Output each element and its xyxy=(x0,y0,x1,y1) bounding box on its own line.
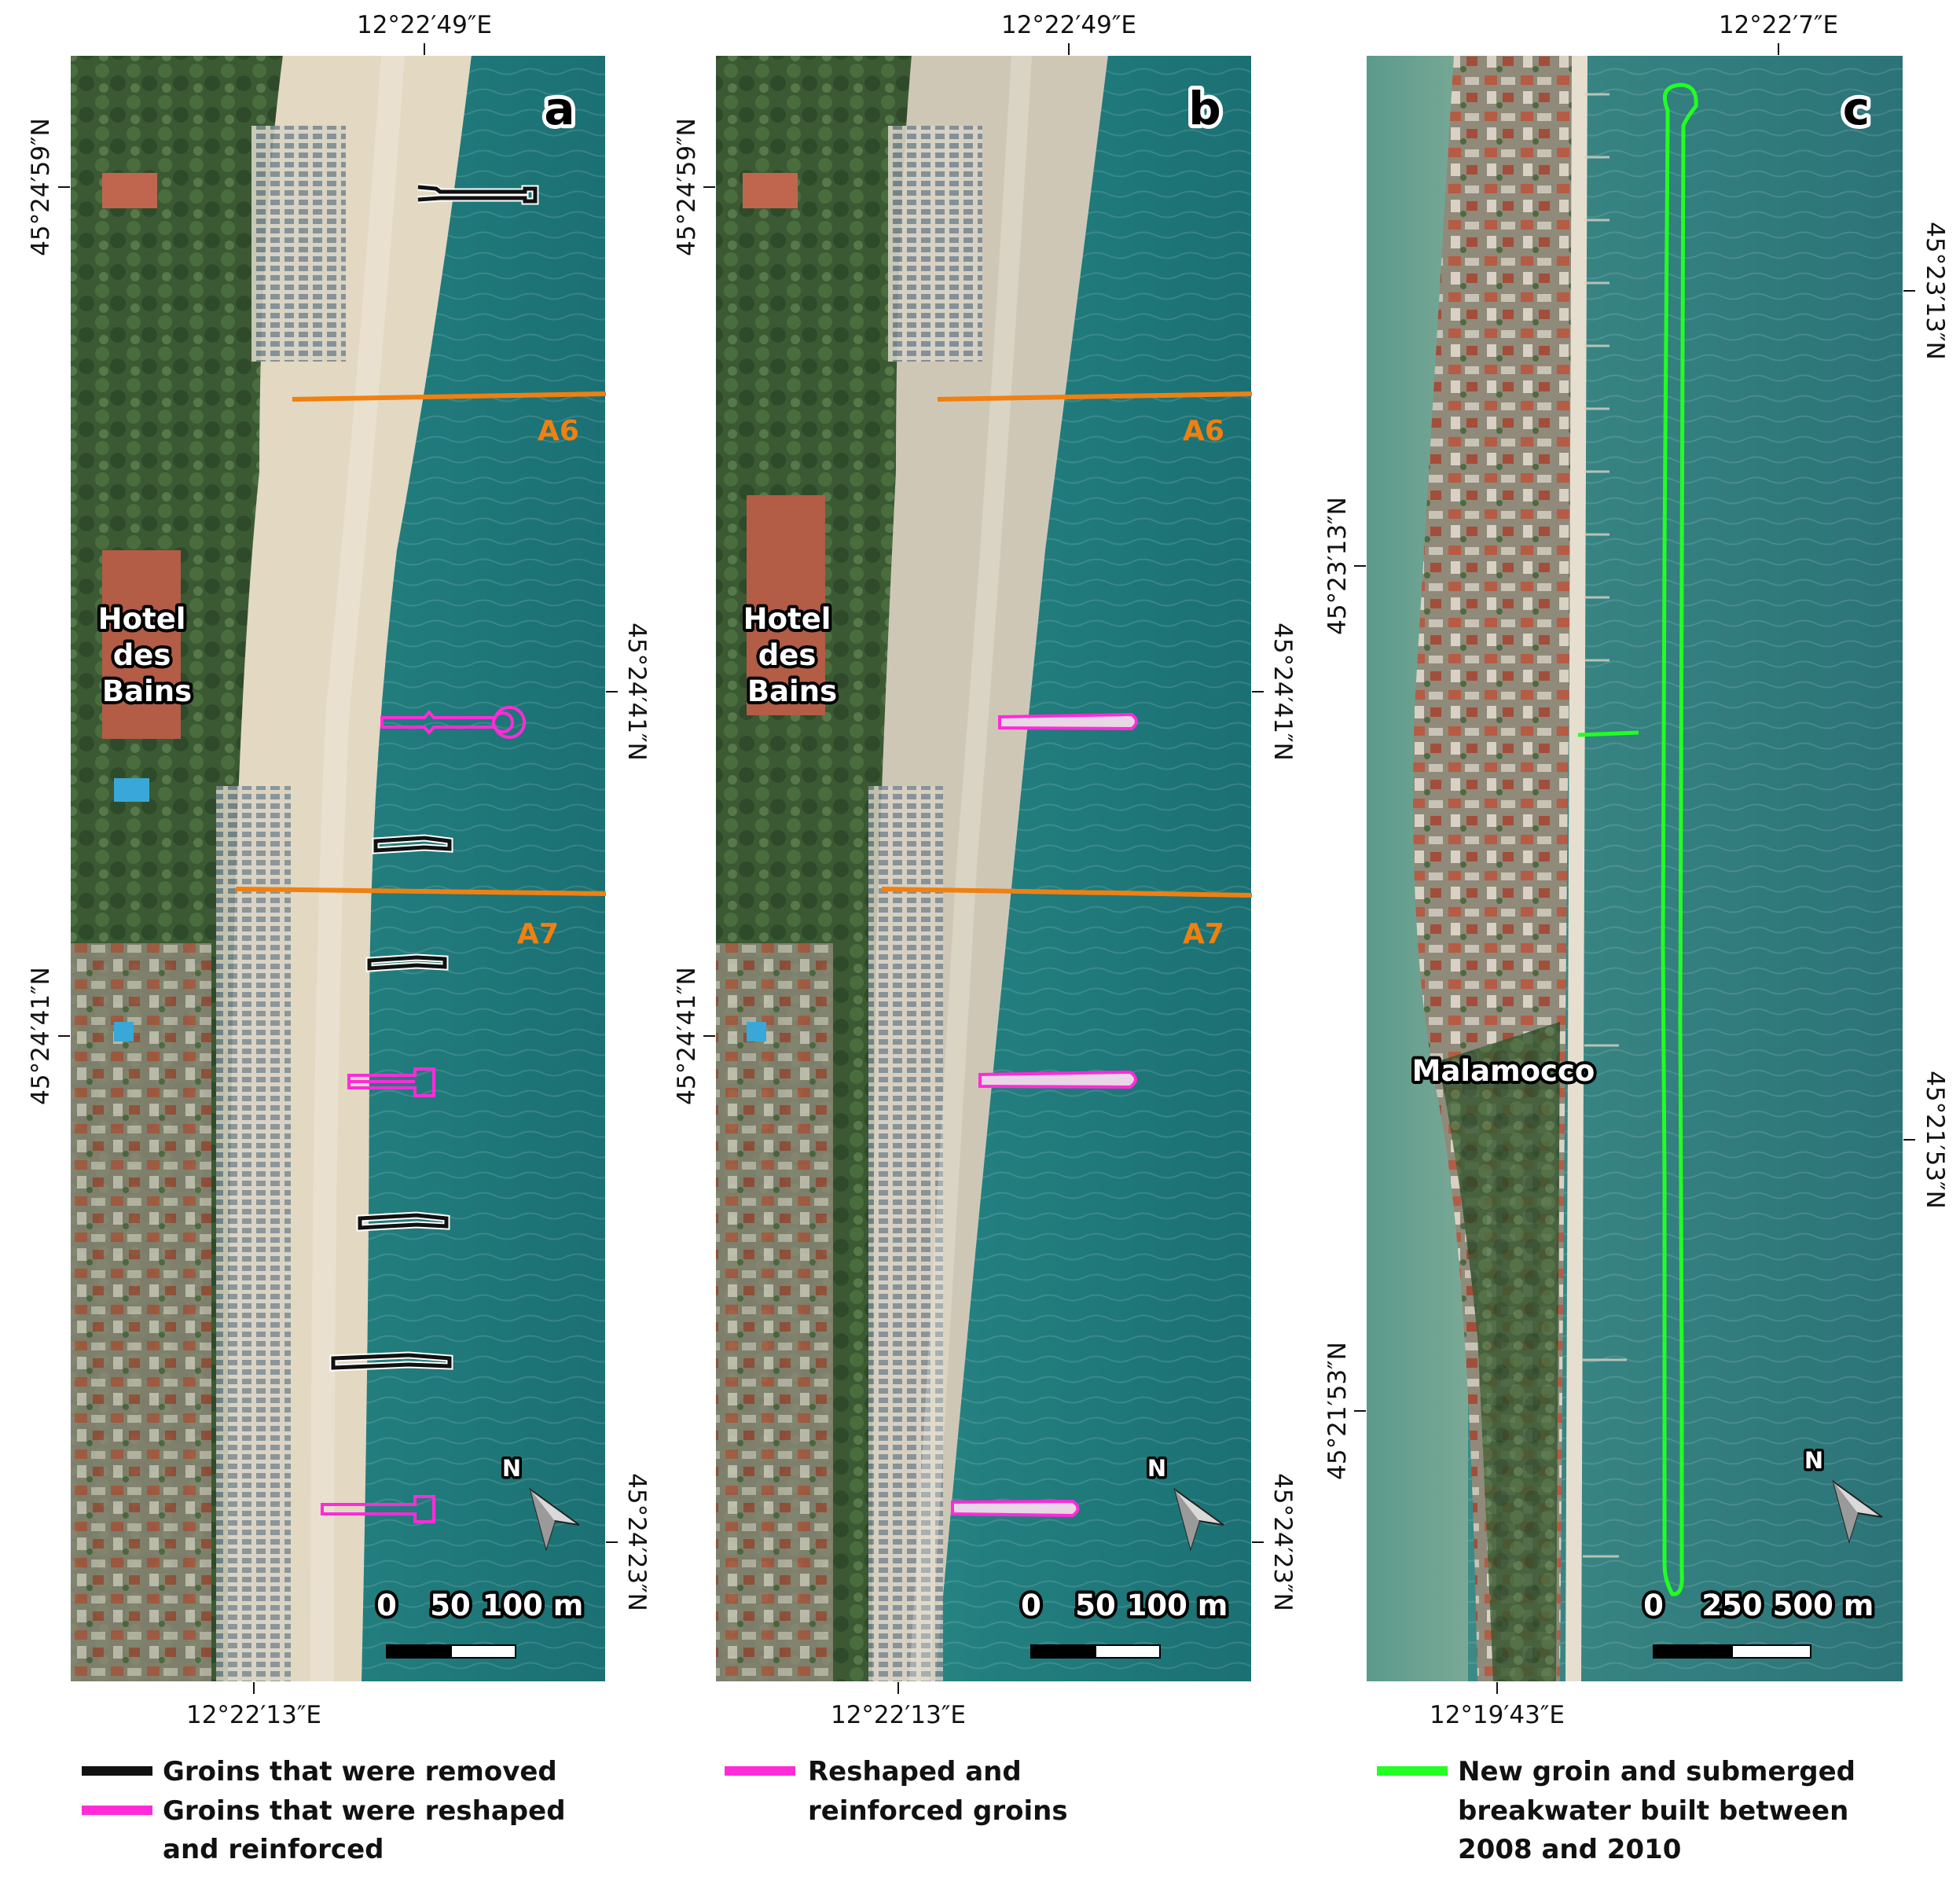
place-label-hotel-des-bains-a: Hotel des Bains xyxy=(98,602,196,708)
panel-a-frame xyxy=(69,54,607,1683)
legend-label-removed: Groins that were removed xyxy=(163,1756,557,1787)
profile-label-a7: A7 xyxy=(517,918,559,950)
panel-c-map xyxy=(1366,55,1903,1682)
scale-end-b: 100 m xyxy=(1127,1589,1228,1622)
removed-groin-4-line xyxy=(358,1213,449,1230)
scale-zero-a: 0 xyxy=(376,1589,397,1622)
panel-c-frame xyxy=(1365,54,1904,1683)
reshaped-groin-b-1 xyxy=(998,712,1138,731)
removed-groins xyxy=(329,183,539,1372)
coord-right-c-1: 45°23′13″N xyxy=(1921,222,1949,360)
coord-right-b-1: 45°24′41″N xyxy=(1268,623,1297,761)
coord-bottom-a: 12°22′13″E xyxy=(186,1701,321,1729)
coord-right-a-2: 45°24′23″N xyxy=(622,1473,651,1611)
legend-item-removed: Groins that were removed xyxy=(82,1756,557,1787)
coord-left-c-2: 45°21′53″N xyxy=(1323,1342,1352,1480)
profile-label-b6: A6 xyxy=(1183,415,1224,447)
scale-zero-c: 0 xyxy=(1643,1589,1664,1622)
coord-left-c-1: 45°23′13″N xyxy=(1323,497,1352,635)
legend: Groins that were removed Groins that wer… xyxy=(82,1756,1865,1865)
scale-bar-b: 0 50 100 m xyxy=(1018,1585,1231,1659)
place-label-hotel-des-bains-b: Hotel des Bains xyxy=(743,602,842,708)
removed-groin-1-line xyxy=(417,185,538,204)
place-label-malamocco: Malamocco xyxy=(1412,1054,1595,1088)
coord-right-b-2: 45°24′23″N xyxy=(1268,1473,1297,1611)
new-groin xyxy=(1577,730,1639,737)
profile-line-b7 xyxy=(881,887,1253,898)
legend-item-reshaped-b: Reshaped and reinforced groins xyxy=(725,1756,1068,1827)
panel-b-frame xyxy=(714,54,1253,1683)
submerged-breakwater xyxy=(1661,83,1698,1596)
panel-b: A6 A7 Hotel des Bains b N 0 50 100 m 12°… xyxy=(673,11,1297,1729)
north-arrow-a: N xyxy=(499,1453,580,1552)
coord-bottom-b: 12°22′13″E xyxy=(831,1701,966,1729)
north-label-a: N xyxy=(502,1455,521,1482)
coord-left-a-2: 45°24′41″N xyxy=(27,967,55,1105)
scale-mid-b: 50 xyxy=(1075,1589,1116,1622)
coord-right-c-2: 45°21′53″N xyxy=(1921,1071,1949,1209)
removed-groin-3-line xyxy=(367,955,447,971)
scale-bar-c: 0 250 500 m xyxy=(1640,1585,1877,1659)
profile-line-a6 xyxy=(292,391,607,402)
legend-item-new: New groin and submerged breakwater built… xyxy=(1377,1756,1865,1865)
north-arrow-c: N xyxy=(1801,1445,1883,1544)
panel-a: A6 A7 Hotel des Bains xyxy=(27,11,651,1729)
scale-bar-a: 0 50 100 m xyxy=(373,1585,586,1659)
scale-end-c: 500 m xyxy=(1773,1589,1874,1622)
legend-label-reshaped-b: Reshaped and reinforced groins xyxy=(808,1756,1068,1827)
panel-letter-b: b xyxy=(1188,82,1221,135)
north-arrow-b: N xyxy=(1144,1453,1224,1552)
reshaped-groin-b-3 xyxy=(951,1499,1080,1518)
coord-left-a-1: 45°24′59″N xyxy=(27,118,55,256)
profile-label-a6: A6 xyxy=(538,415,579,447)
reshaped-groin-a-3 xyxy=(321,1495,435,1523)
new-structures xyxy=(1577,83,1698,1596)
coord-left-b-2: 45°24′41″N xyxy=(673,967,701,1105)
coord-top-b: 12°22′49″E xyxy=(1001,11,1136,39)
scale-end-a: 100 m xyxy=(483,1589,584,1622)
coord-top-c: 12°22′7″E xyxy=(1719,11,1838,39)
legend-label-new: New groin and submerged breakwater built… xyxy=(1458,1756,1865,1865)
north-label-c: N xyxy=(1804,1447,1823,1474)
reshaped-groin-a-1-head xyxy=(492,711,514,733)
profile-line-b6 xyxy=(937,391,1253,402)
scale-zero-b: 0 xyxy=(1021,1589,1041,1622)
legend-label-reshaped-a: Groins that were reshaped and reinforced xyxy=(163,1795,574,1865)
reshaped-groin-b-2 xyxy=(978,1070,1137,1089)
removed-groin-5-line xyxy=(331,1353,452,1370)
reshaped-groin-a-2 xyxy=(347,1067,435,1097)
scale-mid-c: 250 xyxy=(1701,1589,1762,1622)
removed-groin-2-line xyxy=(373,836,452,853)
reshaped-groins-b xyxy=(951,712,1138,1518)
scale-mid-a: 50 xyxy=(430,1589,471,1622)
panel-a-map xyxy=(70,55,606,1682)
panel-letter-c: c xyxy=(1843,82,1870,135)
panel-letter-a: a xyxy=(544,82,574,135)
coord-top-a: 12°22′49″E xyxy=(357,11,492,39)
coord-right-a-1: 45°24′41″N xyxy=(622,623,651,761)
panel-c: Malamocco c N 0 250 500 m 12°22′7″E 12°1… xyxy=(1323,11,1949,1729)
legend-item-reshaped-a: Groins that were reshaped and reinforced xyxy=(82,1795,574,1865)
profile-line-a7 xyxy=(235,887,607,896)
panel-b-map xyxy=(715,55,1252,1682)
coord-bottom-c: 12°19′43″E xyxy=(1430,1701,1565,1729)
coord-left-b-1: 45°24′59″N xyxy=(673,118,701,256)
reshaped-groins-a xyxy=(321,706,527,1523)
profile-label-b7: A7 xyxy=(1183,918,1224,950)
north-label-b: N xyxy=(1147,1455,1166,1482)
